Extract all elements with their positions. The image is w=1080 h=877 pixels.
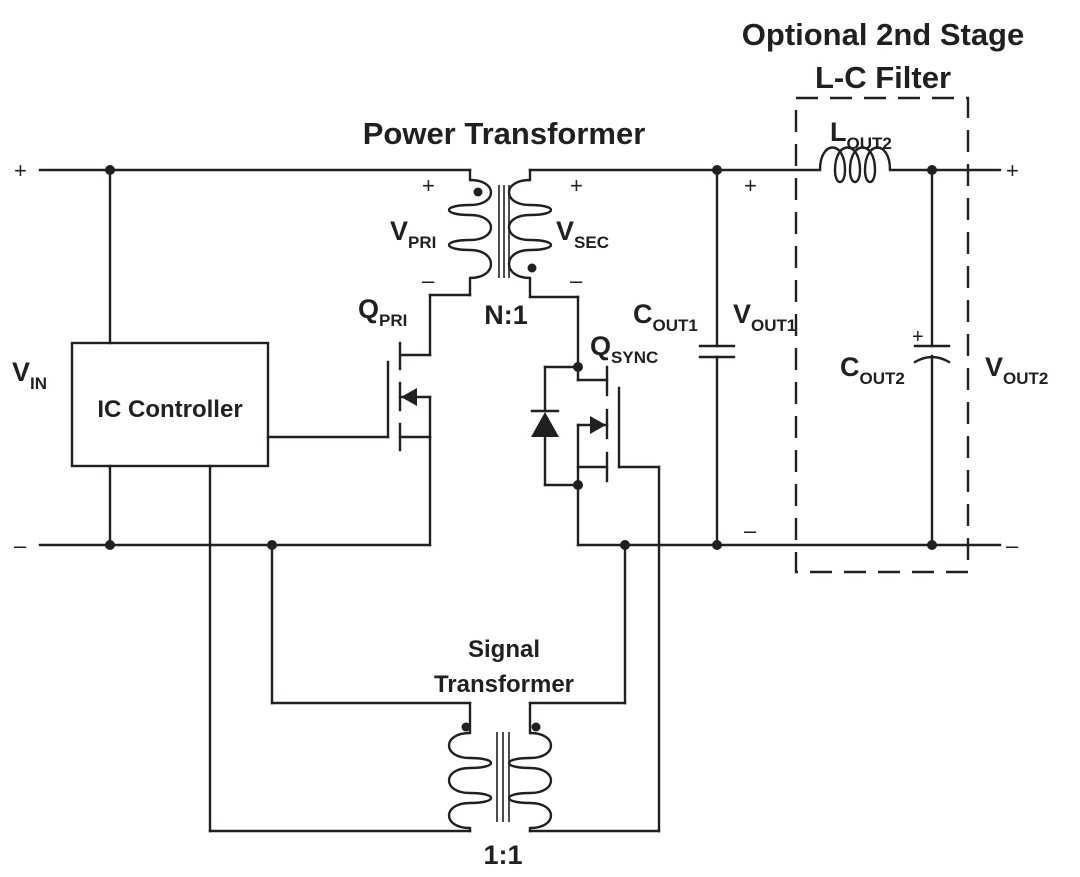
cout1-label-sub: OUT1 [653,316,698,335]
signal-primary-coil-icon [448,731,492,830]
cout2-label: COUT2 [840,352,905,388]
signal-transformer [448,543,627,833]
vout2-label-main: V [985,352,1003,382]
vsec-label-sub: SEC [574,233,609,252]
lout2-label-main: L [830,117,847,147]
junction-dot-icon [105,165,115,175]
signal-secondary-dot-icon [531,722,541,732]
vsec-label: VSEC [556,216,609,252]
signal-secondary-coil-icon [508,731,552,830]
vpri-label-sub: PRI [408,233,436,252]
vsec-plus-sign: + [570,173,583,198]
vin-label: VIN [12,357,47,393]
mosfet-icon [386,293,432,547]
output-filter [818,146,1002,550]
cout1-label-main: C [633,299,653,329]
cout1-label: COUT1 [633,299,698,335]
vin-label-sub: IN [30,374,47,393]
qsync-label-main: Q [590,331,611,361]
qpri-label: QPRI [358,294,407,330]
cout2-plus-sign: + [912,326,924,348]
filter-title-line1: Optional 2nd Stage [742,17,1024,52]
vout2-label-sub: OUT2 [1003,369,1048,388]
signal-transformer-title-line2: Transformer [434,671,574,698]
cout2-label-sub: OUT2 [860,369,905,388]
qpri-label-main: Q [358,294,379,324]
junction-dot-icon [573,362,583,372]
vin-plus-sign: + [14,158,27,183]
optional-filter-dashed-box [794,96,970,574]
secondary-coil-icon [507,178,552,280]
vpri-minus-sign: – [422,268,435,293]
signal-transformer-title-line1: Signal [468,636,540,663]
vpri-label: VPRI [390,216,436,252]
power-transformer-title: Power Transformer [363,116,646,151]
capacitor-icon [698,168,736,547]
ic-controller-label: IC Controller [97,396,242,423]
diode-icon [530,362,583,490]
signal-primary-dot-icon [461,722,471,732]
vpri-plus-sign: + [422,173,435,198]
input-section [38,165,472,833]
power-transformer [428,168,552,299]
vout1-plus-sign: + [744,173,757,198]
vout2-plus-sign: + [1006,158,1019,183]
power-transformer-ratio: N:1 [484,300,528,330]
lout2-label: LOUT2 [830,117,892,153]
qsync-label-sub: SYNC [611,348,658,367]
vout2-minus-sign: – [1006,533,1019,558]
signal-transformer-ratio: 1:1 [483,840,522,870]
primary-coil-icon [448,178,493,280]
inductor-coil-icon [818,146,892,184]
vsec-label-main: V [556,216,574,246]
vout1-label-sub: OUT1 [751,316,796,335]
junction-dot-icon [573,480,583,490]
vout2-label: VOUT2 [985,352,1048,388]
vin-label-main: V [12,357,30,387]
primary-polarity-dot-icon [473,187,483,197]
vin-minus-sign: – [14,533,27,558]
qpri-label-sub: PRI [379,311,407,330]
cout2-label-main: C [840,352,860,382]
vout1-label-main: V [733,299,751,329]
vsec-minus-sign: – [570,268,583,293]
lout2-label-sub: OUT2 [847,134,892,153]
filter-title-line2: L-C Filter [815,60,951,95]
vout1-label: VOUT1 [733,299,796,335]
vpri-label-main: V [390,216,408,246]
qsync-label: QSYNC [590,331,658,367]
ic-controller-box [70,341,270,468]
junction-dot-icon [105,540,115,550]
junction-dot-icon [267,540,277,550]
vout1-minus-sign: – [744,518,757,543]
secondary-polarity-dot-icon [527,263,537,273]
